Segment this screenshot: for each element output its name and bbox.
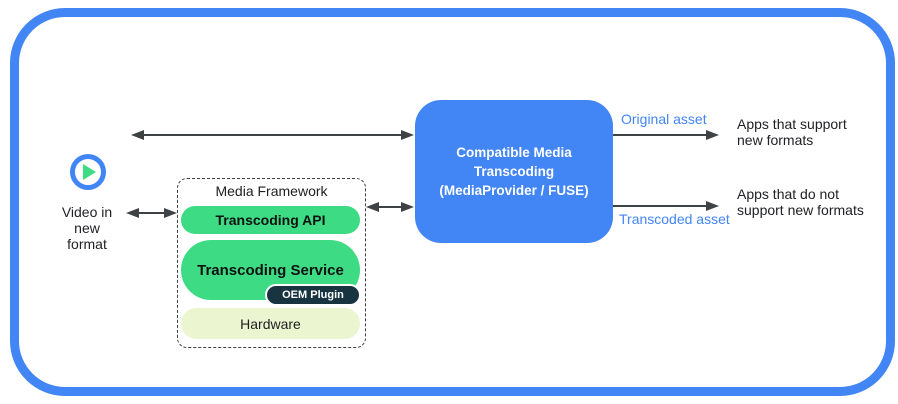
oem-plugin-label: OEM Plugin [282, 289, 344, 301]
play-icon [70, 154, 106, 190]
apps-no-support-line: support new formats [737, 202, 864, 218]
hardware-pill: Hardware [181, 308, 360, 339]
oem-plugin-pill: OEM Plugin [265, 284, 361, 306]
apps-no-support-line: Apps that do not [737, 186, 839, 202]
transcoding-box-line: Transcoding [473, 164, 555, 179]
transcoding-box-line: Compatible Media [456, 145, 572, 160]
source-label-line: new [74, 220, 100, 236]
source-label-line: Video in [61, 204, 113, 220]
apps-no-support-label: Apps that do not support new formats [737, 186, 864, 218]
media-framework-box [177, 178, 366, 348]
source-label-line: format [67, 236, 107, 252]
play-triangle-icon [83, 164, 96, 180]
media-framework-title: Media Framework [215, 183, 328, 199]
transcoding-service-label: Transcoding Service [197, 261, 344, 279]
compatible-media-transcoding-box: Compatible Media Transcoding (MediaProvi… [415, 100, 613, 243]
transcoding-api-pill: Transcoding API [181, 206, 360, 234]
transcoded-asset-label: Transcoded asset [619, 211, 730, 227]
apps-support-line: Apps that support [737, 116, 847, 132]
diagram-border-frame [10, 8, 895, 396]
apps-support-label: Apps that support new formats [737, 116, 847, 148]
transcoding-box-line: (MediaProvider / FUSE) [439, 183, 589, 198]
apps-support-line: new formats [737, 132, 814, 148]
transcoding-api-label: Transcoding API [215, 212, 326, 228]
hardware-label: Hardware [240, 315, 301, 332]
source-label: Video in new format [42, 204, 132, 252]
original-asset-label: Original asset [621, 111, 707, 127]
